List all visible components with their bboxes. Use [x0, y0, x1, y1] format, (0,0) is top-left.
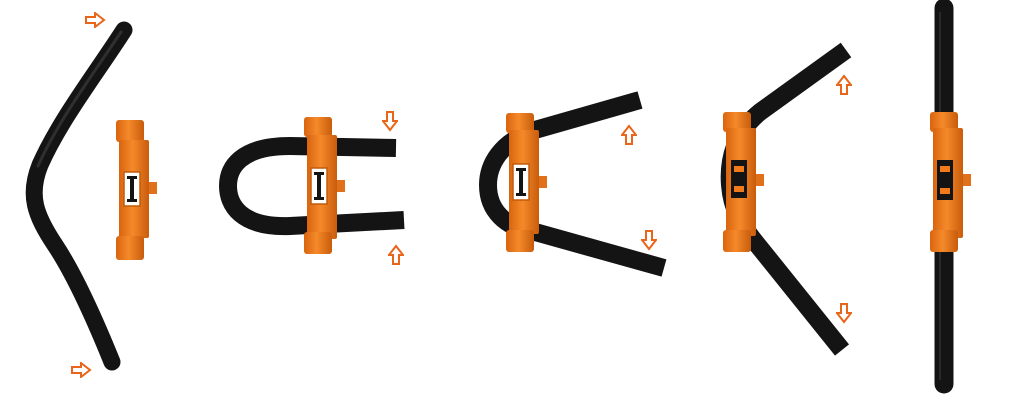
- clip: [304, 117, 345, 254]
- step-5-straight-tube-in-clip: [930, 0, 971, 394]
- step-1-curved-tube-and-clip: [25, 12, 157, 378]
- down-arrow-icon: [836, 303, 852, 323]
- clip: [506, 113, 547, 252]
- right-arrow-icon: [85, 12, 105, 28]
- up-arrow-icon: [621, 125, 637, 145]
- clip: [723, 112, 764, 252]
- clip: [930, 112, 971, 252]
- step-2-u-bend-in-clip: [218, 111, 405, 265]
- step-3-partly-opened-bend: [478, 91, 667, 277]
- down-arrow-icon: [641, 230, 657, 250]
- clip: [116, 120, 157, 260]
- tube: [218, 136, 405, 236]
- step-4-wide-v-bend: [720, 42, 852, 356]
- up-arrow-icon: [836, 75, 852, 95]
- tube-highlight: [36, 30, 123, 168]
- down-arrow-icon: [382, 111, 398, 131]
- right-arrow-icon: [71, 362, 91, 378]
- up-arrow-icon: [388, 245, 404, 265]
- tube: [25, 21, 133, 371]
